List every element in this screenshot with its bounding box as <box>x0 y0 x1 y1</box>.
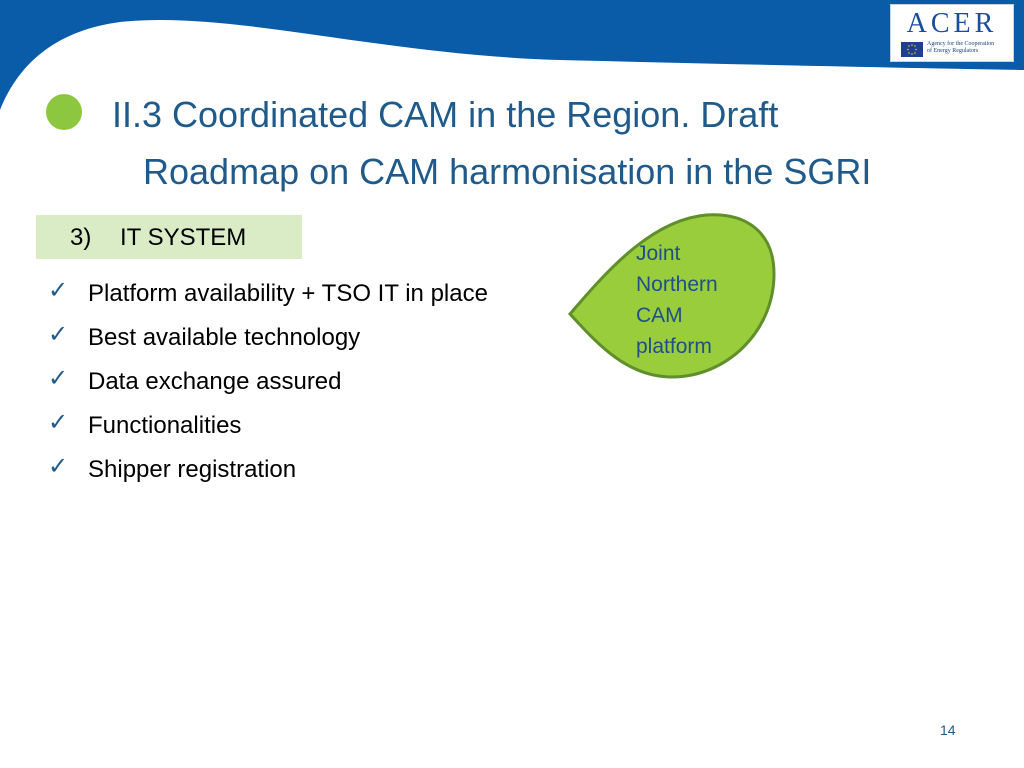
checkmark-icon: ✓ <box>48 408 69 436</box>
checkmark-icon: ✓ <box>48 364 69 392</box>
checklist-item-text: Functionalities <box>88 412 242 439</box>
leaf-label-line: platform <box>636 335 712 358</box>
leaf-label-line: CAM <box>636 304 683 327</box>
checkmark-icon: ✓ <box>48 276 69 304</box>
checklist-item: ✓ Platform availability + TSO IT in plac… <box>48 276 588 320</box>
leaf-label-line: Northern <box>636 273 718 296</box>
slide-title: II.3 Coordinated CAM in the Region. Draf… <box>112 86 992 200</box>
section-label: IT SYSTEM <box>120 224 247 251</box>
leaf-label: Joint Northern CAM platform <box>636 238 756 362</box>
checklist-item-text: Best available technology <box>88 324 361 351</box>
slide-title-line1: II.3 Coordinated CAM in the Region. Draf… <box>112 94 779 135</box>
section-heading: 3) IT SYSTEM <box>36 215 302 259</box>
checklist: ✓ Platform availability + TSO IT in plac… <box>48 276 588 496</box>
logo-subtitle-line1: Agency for the Cooperation <box>927 41 995 47</box>
checkmark-icon: ✓ <box>48 452 69 480</box>
eu-flag-icon <box>901 42 923 57</box>
leaf-shape <box>567 213 776 379</box>
logo-subtitle: Agency for the Cooperation of Energy Reg… <box>927 41 1011 55</box>
slide-title-line2: Roadmap on CAM harmonisation in the SGRI <box>143 151 872 192</box>
checklist-item: ✓ Data exchange assured <box>48 364 588 408</box>
section-number: 3) <box>70 224 92 251</box>
acer-logo: ACER Agency for the Cooperation of Energ… <box>890 4 1014 62</box>
page-number: 14 <box>940 722 956 738</box>
logo-wordmark: ACER <box>906 8 998 39</box>
logo-subtitle-line2: of Energy Regulators <box>927 48 979 54</box>
checklist-item-text: Platform availability + TSO IT in place <box>88 280 488 307</box>
checklist-item-text: Data exchange assured <box>88 368 342 395</box>
leaf-label-line: Joint <box>636 242 681 265</box>
header-wave-banner <box>0 0 1024 110</box>
checklist-item: ✓ Best available technology <box>48 320 588 364</box>
checklist-item-text: Shipper registration <box>88 456 297 483</box>
checklist-item: ✓ Functionalities <box>48 408 588 452</box>
green-circle-bullet-icon <box>46 94 82 130</box>
checkmark-icon: ✓ <box>48 320 69 348</box>
checklist-item: ✓ Shipper registration <box>48 452 588 496</box>
